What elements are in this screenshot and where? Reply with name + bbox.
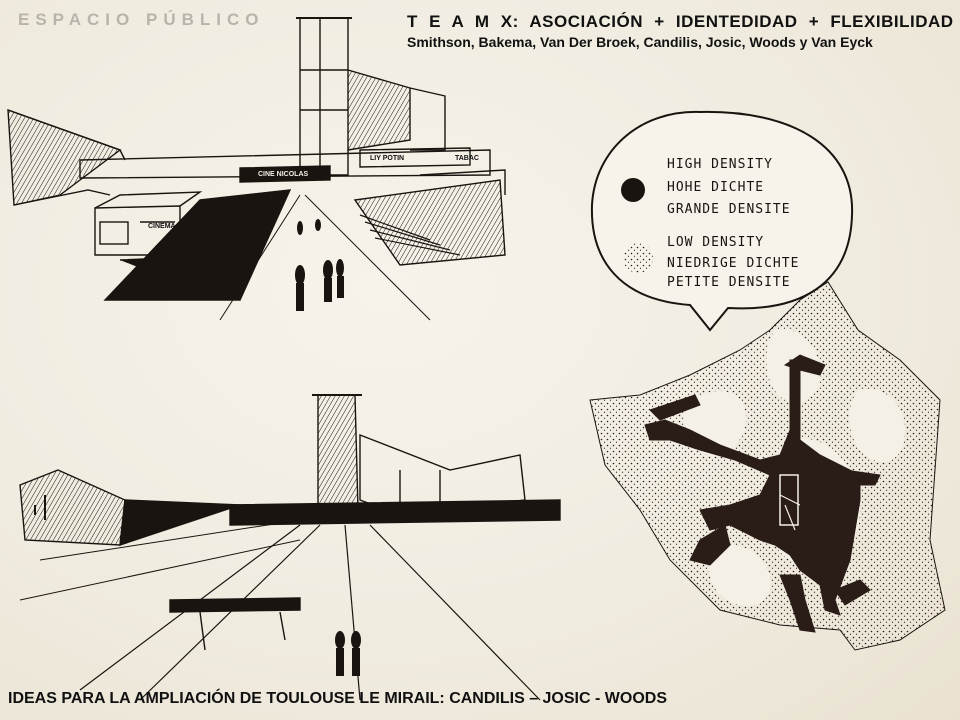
low-density-dot: [623, 243, 653, 273]
high-density-area: [644, 354, 881, 633]
legend-high-3: GRANDE DENSITE: [667, 202, 791, 217]
bottom-plaza-sketch: [19, 394, 561, 701]
page-subtitle: Smithson, Bakema, Van Der Broek, Candili…: [407, 34, 873, 50]
page-title: T E A M X: ASOCIACIÓN + IDENTEDIDAD + FL…: [407, 12, 954, 31]
legend-high-2: HOHE DICHTE: [667, 180, 764, 195]
sign-cine-nicolas: CINE NICOLAS: [258, 171, 309, 178]
figure-caption: IDEAS PARA LA AMPLIACIÓN DE TOULOUSE LE …: [8, 690, 667, 707]
sign-cinema: CINEMA: [148, 223, 176, 230]
legend-low-3: PETITE DENSITE: [667, 275, 791, 290]
people-figures-bottom: [335, 631, 361, 676]
people-figures: [162, 219, 344, 311]
legend-low-1: LOW DENSITY: [667, 235, 764, 250]
sign-shop: LIY POTIN: [370, 155, 404, 162]
density-legend-bubble: [590, 110, 854, 332]
density-map: [589, 281, 946, 651]
top-street-sketch: [7, 17, 506, 321]
legend-low-2: NIEDRIGE DICHTE: [667, 256, 799, 271]
sign-tabac: TABAC: [455, 155, 479, 162]
legend-high-1: HIGH DENSITY: [667, 157, 773, 172]
section-label: ESPACIO PÚBLICO: [18, 10, 265, 29]
high-density-dot: [621, 178, 645, 202]
